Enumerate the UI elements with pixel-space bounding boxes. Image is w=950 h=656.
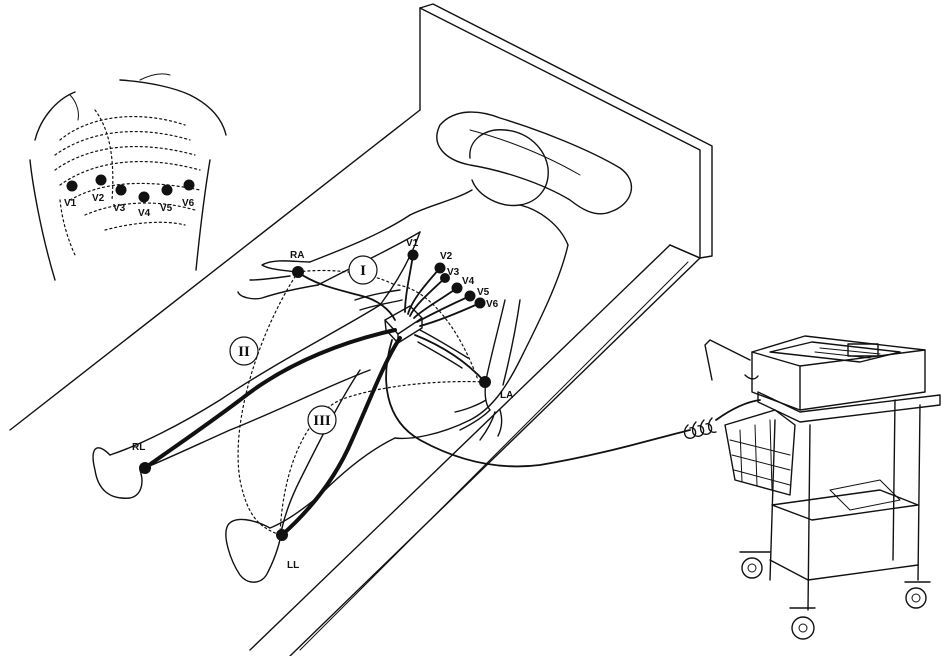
torso-left-side bbox=[469, 244, 569, 421]
right-shoulder-line bbox=[519, 204, 569, 246]
cable-trunk bbox=[385, 339, 691, 468]
label-ra: RA bbox=[290, 250, 304, 261]
lead-iii-path bbox=[279, 380, 486, 536]
chest-inset: V1 V2 V3 V4 V5 V6 bbox=[29, 73, 227, 281]
left-leg-upper-outline bbox=[269, 437, 396, 529]
label-v2: V2 bbox=[440, 251, 453, 262]
inset-v5-electrode bbox=[161, 184, 173, 196]
lead-i-path-left bbox=[297, 269, 396, 286]
mattress-corner bbox=[669, 244, 701, 259]
v1-electrode bbox=[407, 249, 419, 261]
label-v1: V1 bbox=[406, 238, 419, 249]
headboard-thickness bbox=[419, 3, 713, 259]
inset-label-v6: V6 bbox=[182, 198, 195, 209]
v6-electrode bbox=[474, 297, 486, 309]
inset-v3-electrode bbox=[115, 184, 127, 196]
lead-iii-badge bbox=[307, 405, 337, 435]
left-arm-inner bbox=[502, 299, 521, 386]
cart-lower-shelf bbox=[771, 489, 919, 521]
label-rl: RL bbox=[132, 442, 145, 453]
lead-vectors bbox=[237, 269, 486, 536]
head bbox=[469, 129, 549, 207]
headboard-outline bbox=[419, 7, 701, 259]
left-hand bbox=[454, 399, 503, 441]
cart-leg-back bbox=[917, 404, 921, 581]
left-shoulder-line bbox=[409, 189, 473, 216]
pelvis-line bbox=[394, 419, 471, 440]
lead-i-path-right bbox=[397, 284, 479, 381]
v2-electrode bbox=[434, 262, 446, 274]
cable-v6 bbox=[419, 302, 481, 327]
cart-leg-front-right bbox=[807, 424, 811, 611]
cable-ra bbox=[297, 271, 396, 321]
inset-v2-electrode bbox=[95, 174, 107, 186]
left-foot bbox=[225, 518, 283, 583]
cable-v3 bbox=[409, 277, 446, 317]
lead-ii-badge bbox=[229, 336, 259, 366]
cart-leg-front-left bbox=[769, 419, 776, 581]
inset-label-v1: V1 bbox=[64, 198, 77, 209]
label-la: LA bbox=[500, 390, 513, 401]
right-leg-upper-outline bbox=[109, 304, 381, 456]
cable-v2 bbox=[407, 267, 441, 315]
mattress-side-bottom bbox=[289, 257, 701, 656]
v5-electrode bbox=[464, 290, 476, 302]
label-v3: V3 bbox=[447, 267, 460, 278]
mattress-near-edge bbox=[249, 244, 671, 651]
v4-electrode bbox=[451, 282, 463, 294]
lead-ii-path bbox=[237, 271, 299, 536]
inset-label-v4: V4 bbox=[138, 208, 151, 219]
inset-v6-electrode bbox=[183, 179, 195, 191]
patient-body bbox=[92, 129, 569, 583]
label-v6: V6 bbox=[486, 299, 499, 310]
electrode-cables bbox=[143, 254, 761, 537]
right-hand bbox=[237, 260, 319, 300]
ra-electrode bbox=[292, 266, 304, 278]
mattress-far-edge bbox=[9, 109, 421, 431]
lead-badges: I II III bbox=[229, 255, 378, 435]
ll-electrode bbox=[276, 529, 288, 541]
lead-i-badge bbox=[348, 255, 378, 285]
bed-side-line bbox=[299, 261, 689, 651]
label-ll: LL bbox=[287, 560, 299, 571]
label-v4: V4 bbox=[462, 276, 475, 287]
cart-basket bbox=[724, 409, 796, 496]
inset-v1-electrode bbox=[66, 180, 78, 192]
cable-coil bbox=[683, 417, 717, 439]
torso-right-side bbox=[379, 231, 421, 306]
v3-electrode bbox=[440, 273, 450, 283]
cable-la bbox=[414, 334, 486, 383]
lead-ii-label: II bbox=[238, 344, 250, 360]
pillow bbox=[436, 111, 633, 215]
cart-wheels bbox=[739, 551, 931, 640]
ecg-screen bbox=[847, 343, 879, 357]
ecg-machine bbox=[751, 335, 926, 411]
cable-to-cart bbox=[715, 399, 761, 421]
right-leg-lower-outline bbox=[139, 369, 371, 471]
left-leg-lower-outline bbox=[281, 369, 361, 529]
inset-v4-electrode bbox=[138, 191, 150, 203]
cable-ll bbox=[280, 336, 402, 537]
right-arm-upper bbox=[309, 214, 411, 263]
cable-v5 bbox=[416, 295, 471, 323]
ecg-machine-panel bbox=[769, 341, 901, 363]
right-foot bbox=[92, 447, 143, 499]
patient-electrodes: RA LA RL LL V1 V2 V3 V4 V5 V6 bbox=[132, 238, 513, 571]
cart-top-shelf bbox=[757, 391, 941, 423]
lead-i-label: I bbox=[360, 263, 366, 279]
rl-electrode bbox=[139, 462, 151, 474]
ecg-cart bbox=[704, 335, 941, 640]
inset-label-v3: V3 bbox=[113, 203, 126, 214]
label-v5: V5 bbox=[477, 287, 490, 298]
inset-label-v2: V2 bbox=[92, 193, 105, 204]
cable-rl bbox=[143, 328, 397, 470]
cart-handle bbox=[704, 339, 751, 381]
la-electrode bbox=[479, 376, 491, 388]
lead-iii-label: III bbox=[313, 413, 331, 429]
inset-label-v5: V5 bbox=[160, 203, 173, 214]
bed bbox=[9, 3, 713, 656]
